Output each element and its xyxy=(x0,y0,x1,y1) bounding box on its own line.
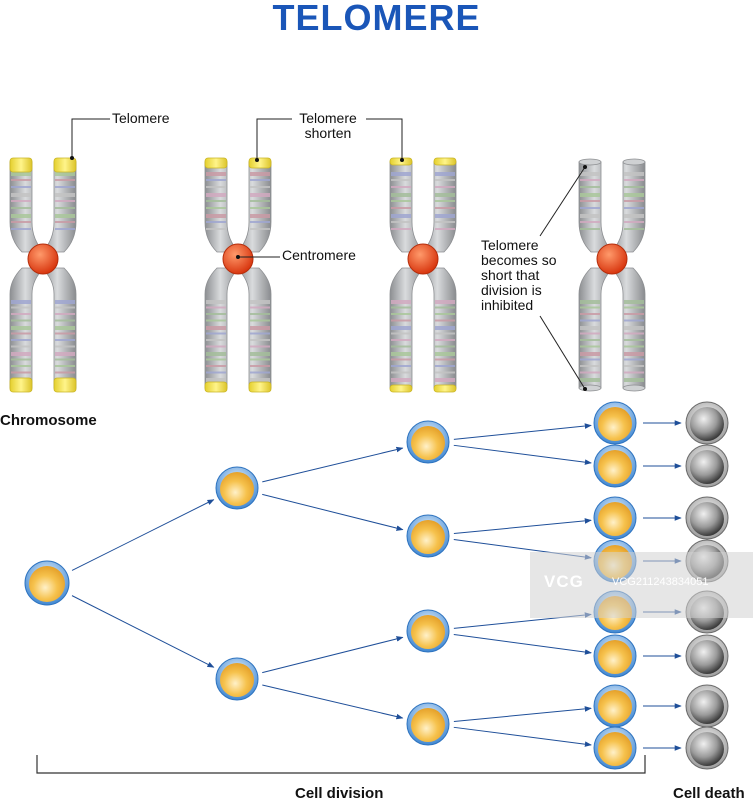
centromere xyxy=(596,243,628,275)
dead-cell-icon xyxy=(685,496,729,540)
cell-division-bracket-line xyxy=(36,755,646,774)
label-leader-lines xyxy=(70,118,587,391)
inhibited-leader-line xyxy=(539,166,586,237)
watermark: VCG VCG211243834051 xyxy=(530,552,753,618)
telomere-cap xyxy=(248,381,272,393)
inhibited-label-line2: becomes so xyxy=(481,252,557,268)
cell-icon xyxy=(406,420,450,464)
cell-division-bracket xyxy=(36,755,646,774)
leader-dot xyxy=(255,158,259,162)
telomere-cap xyxy=(389,384,413,393)
leader-dot xyxy=(400,158,404,162)
inhibited-label-line4: division is xyxy=(481,282,542,298)
cell-icon xyxy=(593,444,637,488)
division-arrow xyxy=(262,493,404,531)
chromosome-icon xyxy=(389,157,457,393)
division-arrow xyxy=(453,726,592,747)
telomere-shorten-label-line1: Telomere xyxy=(299,110,357,126)
inhibited-leader-line xyxy=(539,315,586,390)
cell-death-label: Cell death xyxy=(673,785,745,802)
dead-cell-icon xyxy=(685,726,729,770)
cell-icon xyxy=(215,466,259,510)
cell-icon xyxy=(593,684,637,728)
leader-dot xyxy=(583,387,587,391)
dead-cell-icon xyxy=(685,684,729,728)
division-arrow xyxy=(453,706,592,723)
division-arrow xyxy=(262,636,404,674)
cell-icon xyxy=(215,657,259,701)
centromere-label: Centromere xyxy=(282,247,356,263)
inhibited-label-line3: short that xyxy=(481,267,540,283)
page-title: TELOMERE xyxy=(272,0,481,38)
cell-icon xyxy=(406,514,450,558)
chromosome-icon xyxy=(204,157,272,393)
telomere-cap xyxy=(9,157,33,173)
leader-dot xyxy=(236,255,240,259)
telomere-cap xyxy=(53,157,77,173)
centromere xyxy=(27,243,59,275)
leader-dot xyxy=(583,165,587,169)
telomere-shorten-leader-line xyxy=(366,118,403,160)
dead-cell-icon xyxy=(685,444,729,488)
telomere-cap xyxy=(204,157,228,169)
centromere xyxy=(407,243,439,275)
division-arrow xyxy=(262,684,404,720)
telomere-label: Telomere xyxy=(112,110,170,126)
inhibited-label-line1: Telomere xyxy=(481,237,539,253)
telomere-cap xyxy=(433,384,457,393)
dead-cell-icon xyxy=(685,401,729,445)
leader-dot xyxy=(70,156,74,160)
telomere-cap xyxy=(53,377,77,393)
division-arrow xyxy=(453,518,592,535)
cell-icon xyxy=(593,496,637,540)
division-arrow xyxy=(453,444,592,465)
dead-cell-icon xyxy=(685,634,729,678)
cell-icon xyxy=(406,609,450,653)
cell-icon xyxy=(593,726,637,770)
telomere-cap xyxy=(248,157,272,169)
division-arrow xyxy=(453,423,592,440)
watermark-id: VCG211243834051 xyxy=(612,576,709,588)
watermark-logo: VCG xyxy=(544,572,584,591)
division-arrow xyxy=(453,633,592,655)
telomere-shorten-leader-line xyxy=(256,118,292,160)
division-arrow xyxy=(71,499,215,571)
chromosome-label: Chromosome xyxy=(0,412,97,429)
telomere-leader-line xyxy=(71,118,110,158)
telomere-shorten-label-line2: shorten xyxy=(304,125,352,141)
telomere-cap xyxy=(204,381,228,393)
telomere-cap xyxy=(433,157,457,166)
division-arrow xyxy=(71,595,215,668)
cell-division-label: Cell division xyxy=(295,785,384,802)
cell-icon xyxy=(593,634,637,678)
cell-icon xyxy=(24,560,70,606)
division-arrow xyxy=(262,446,404,483)
telomere-cap xyxy=(9,377,33,393)
cell-icon xyxy=(593,401,637,445)
chromosome-icon xyxy=(578,158,646,392)
cell-icon xyxy=(406,702,450,746)
chromosome-icon xyxy=(9,157,77,393)
chromosome-group xyxy=(9,157,646,393)
inhibited-label-line5: inhibited xyxy=(481,297,534,313)
